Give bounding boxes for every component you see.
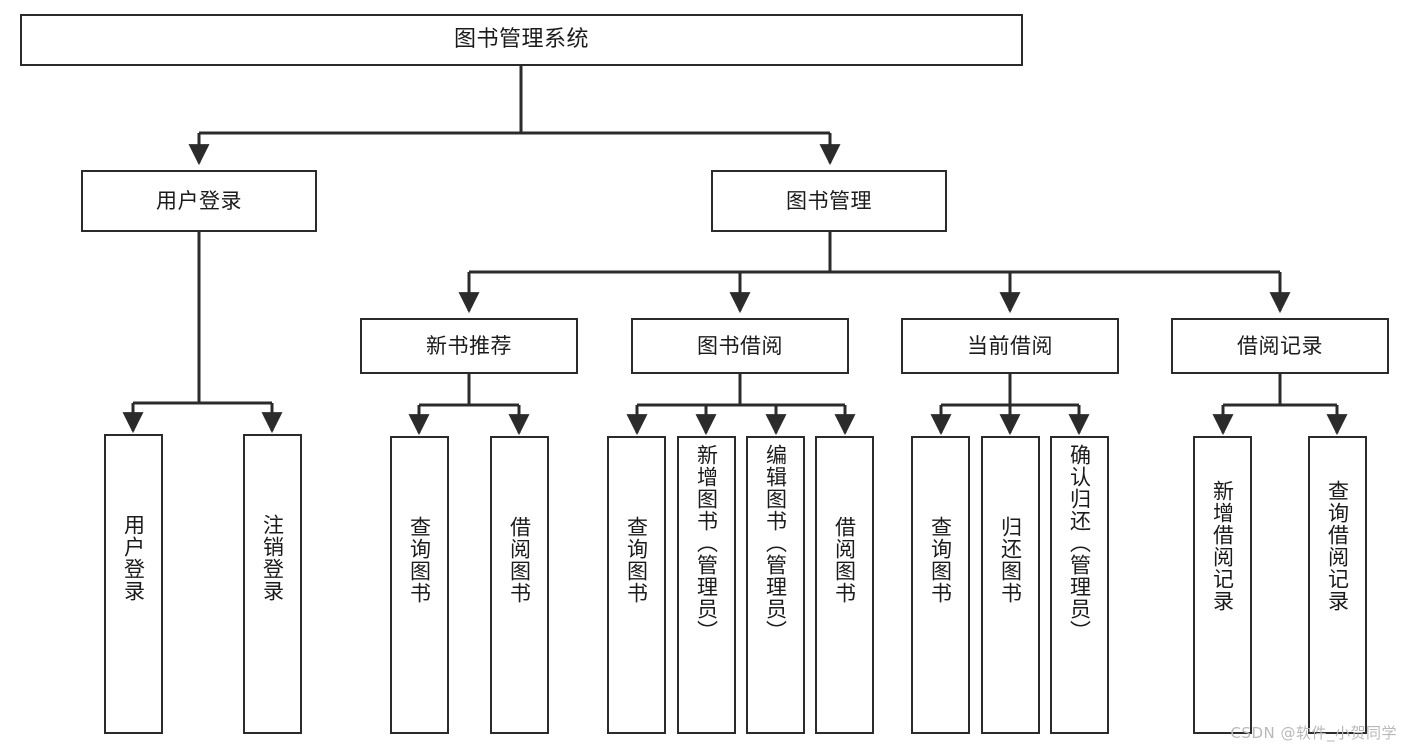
leaf-record-add[interactable]: 新增借阅记录 [1193, 436, 1252, 734]
leaf-borrow-query-book[interactable]: 查询图书 [607, 436, 666, 734]
leaf-user-login-label: 用户登录 [121, 514, 146, 602]
node-current-borrow[interactable]: 当前借阅 [901, 318, 1119, 374]
node-book-management-module[interactable]: 图书管理 [711, 170, 947, 232]
leaf-new-borrow-book[interactable]: 借阅图书 [490, 436, 549, 734]
leaf-record-add-label: 新增借阅记录 [1210, 480, 1235, 612]
node-new-book-recommend[interactable]: 新书推荐 [360, 318, 578, 374]
node-borrow-record-label: 借阅记录 [1237, 333, 1323, 358]
leaf-user-login[interactable]: 用户登录 [104, 434, 163, 734]
node-user-login-module-label: 用户登录 [156, 188, 242, 213]
node-book-borrow[interactable]: 图书借阅 [631, 318, 849, 374]
leaf-current-query-book-label: 查询图书 [928, 516, 953, 604]
leaf-borrow-add-book-label: 新增图书（管理员） [694, 444, 719, 642]
leaf-borrow-lend-book[interactable]: 借阅图书 [815, 436, 874, 734]
leaf-borrow-edit-book-label: 编辑图书（管理员） [763, 444, 788, 642]
csdn-watermark: CSDN @软件_小贺同学 [1230, 724, 1397, 742]
leaf-new-query-book-label: 查询图书 [407, 516, 432, 604]
leaf-user-logout[interactable]: 注销登录 [243, 434, 302, 734]
leaf-borrow-add-book[interactable]: 新增图书（管理员） [677, 436, 736, 734]
leaf-borrow-query-book-label: 查询图书 [624, 516, 649, 604]
leaf-current-return-book[interactable]: 归还图书 [981, 436, 1040, 734]
leaf-borrow-lend-book-label: 借阅图书 [832, 516, 857, 604]
leaf-user-logout-label: 注销登录 [260, 514, 285, 602]
leaf-current-confirm-return-label: 确认归还（管理员） [1067, 444, 1092, 642]
leaf-record-query-label: 查询借阅记录 [1325, 480, 1350, 612]
node-borrow-record[interactable]: 借阅记录 [1171, 318, 1389, 374]
leaf-current-return-book-label: 归还图书 [998, 516, 1023, 604]
node-new-book-recommend-label: 新书推荐 [426, 333, 512, 358]
leaf-borrow-edit-book[interactable]: 编辑图书（管理员） [746, 436, 805, 734]
node-book-borrow-label: 图书借阅 [697, 333, 783, 358]
leaf-new-query-book[interactable]: 查询图书 [390, 436, 449, 734]
node-book-management-module-label: 图书管理 [786, 188, 872, 213]
leaf-current-query-book[interactable]: 查询图书 [911, 436, 970, 734]
node-root[interactable]: 图书管理系统 [20, 14, 1023, 66]
node-root-label: 图书管理系统 [453, 27, 589, 53]
node-current-borrow-label: 当前借阅 [967, 333, 1053, 358]
leaf-current-confirm-return[interactable]: 确认归还（管理员） [1050, 436, 1109, 734]
leaf-record-query[interactable]: 查询借阅记录 [1308, 436, 1367, 734]
leaf-new-borrow-book-label: 借阅图书 [507, 516, 532, 604]
node-user-login-module[interactable]: 用户登录 [81, 170, 317, 232]
